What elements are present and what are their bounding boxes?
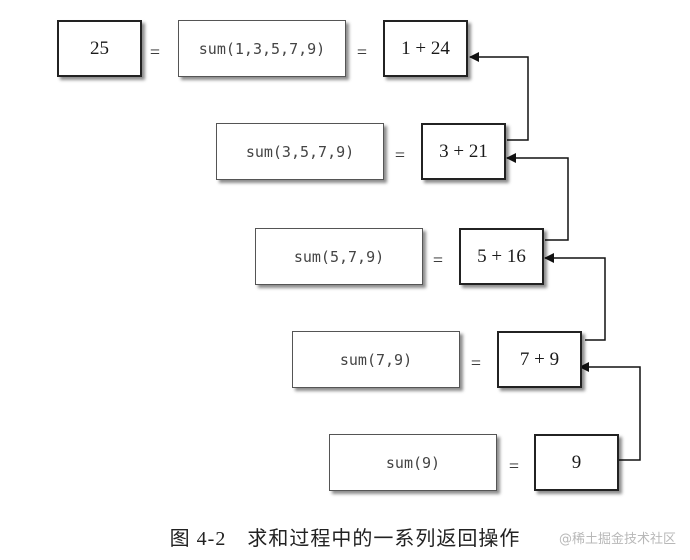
call-box-sum-3-5-7-9: sum(3,5,7,9) xyxy=(216,123,384,180)
final-result-box: 25 xyxy=(57,20,142,77)
result-label: 9 xyxy=(571,451,582,473)
return-arrow-3 xyxy=(506,153,569,241)
equals-sign: = xyxy=(394,145,406,165)
result-box-9: 9 xyxy=(534,434,619,491)
return-arrow-4 xyxy=(469,52,529,141)
call-label: sum(9) xyxy=(385,453,441,472)
result-label: 5 + 16 xyxy=(477,245,526,267)
call-label: sum(7,9) xyxy=(339,350,413,369)
equals-sign: = xyxy=(470,353,482,373)
equals-sign: = xyxy=(149,42,161,62)
return-arrow-2 xyxy=(544,253,606,341)
call-label: sum(1,3,5,7,9) xyxy=(198,39,326,58)
call-box-sum-1-3-5-7-9: sum(1,3,5,7,9) xyxy=(178,20,346,77)
watermark: @稀土掘金技术社区 xyxy=(558,532,676,547)
result-label: 7 + 9 xyxy=(519,348,560,370)
call-label: sum(3,5,7,9) xyxy=(245,142,355,161)
result-label: 1 + 24 xyxy=(401,37,450,59)
final-result-value: 25 xyxy=(90,37,109,59)
call-box-sum-5-7-9: sum(5,7,9) xyxy=(255,228,423,285)
figure-caption: 图 4-2 求和过程中的一系列返回操作 xyxy=(169,528,521,550)
call-box-sum-7-9: sum(7,9) xyxy=(292,331,460,388)
call-label: sum(5,7,9) xyxy=(293,247,385,266)
equals-sign: = xyxy=(356,42,368,62)
result-box-7-plus-9: 7 + 9 xyxy=(497,331,582,388)
equals-sign: = xyxy=(432,250,444,270)
result-label: 3 + 21 xyxy=(439,140,488,162)
result-box-5-plus-16: 5 + 16 xyxy=(459,228,544,285)
equals-sign: = xyxy=(508,456,520,476)
result-box-1-plus-24: 1 + 24 xyxy=(383,20,468,77)
result-box-3-plus-21: 3 + 21 xyxy=(421,123,506,180)
call-box-sum-9: sum(9) xyxy=(329,434,497,491)
